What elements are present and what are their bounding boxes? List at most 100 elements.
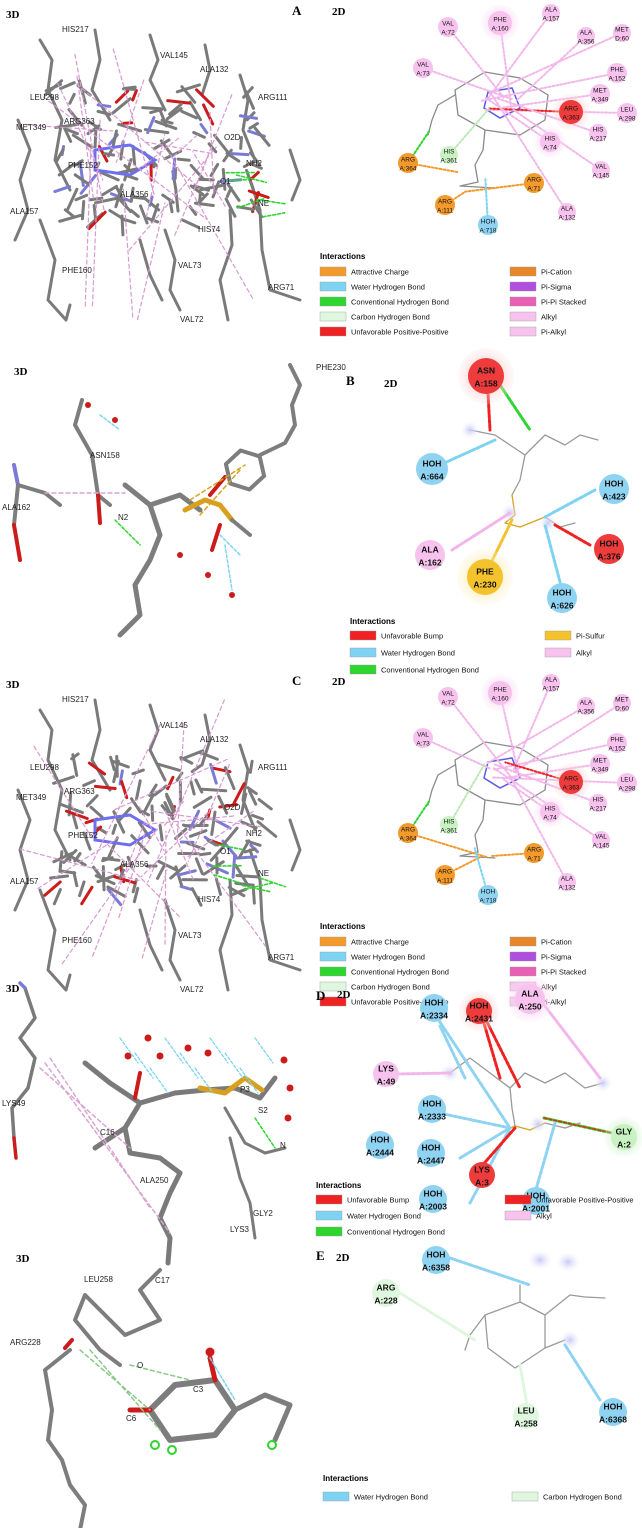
legend-label: Alkyl	[541, 313, 557, 322]
residue-bubble	[438, 687, 458, 707]
residue-bubble	[559, 770, 583, 794]
legend-title: Interactions	[323, 1474, 369, 1483]
residue-number: A:363	[563, 785, 580, 792]
residue-number: A:49	[377, 1077, 396, 1087]
residue-number: A:2444	[366, 1148, 394, 1158]
legend-label: Attractive Charge	[351, 268, 409, 277]
bond-line	[189, 464, 246, 501]
legend-swatch	[509, 266, 537, 277]
bond-line	[96, 493, 102, 525]
water-oxygen	[204, 1049, 212, 1057]
atom-highlight	[267, 1440, 277, 1450]
bond-line	[533, 1121, 557, 1195]
residue-bubble	[372, 1279, 400, 1307]
bond-line	[209, 1357, 236, 1401]
h-bond-dash	[262, 212, 286, 218]
residue-label-3d: ALA356	[120, 860, 149, 869]
stick	[112, 875, 137, 885]
interaction-dash	[488, 32, 623, 95]
ligand-2d	[464, 1314, 486, 1351]
residue-number: A:718	[480, 228, 497, 235]
h-bond-dash	[235, 174, 268, 184]
residue-number: A:157	[543, 686, 560, 693]
residue-name: HOH	[425, 998, 444, 1008]
alkyl-dash	[76, 75, 94, 200]
residue-number: A:298	[619, 786, 636, 793]
residue-label-3d: N	[280, 1141, 286, 1150]
legend-label: Water Hydrogen Bond	[351, 953, 425, 962]
legend-swatch	[319, 311, 347, 322]
bond-line	[12, 483, 20, 527]
panel-C-3d-view: 3DHIS217VAL145ALA132LEU298ARG363MET349AR…	[6, 673, 302, 994]
side-chain	[238, 743, 257, 832]
residue-bubble	[607, 733, 627, 753]
residue-label-3d: NE	[258, 869, 269, 878]
interaction-dash	[464, 182, 535, 193]
alkyl-dash	[142, 815, 235, 826]
panel-A-2d-diagram: 2DVALA:72PHEA:160ALAA:157ALAA:356METD:60…	[332, 4, 637, 235]
residue-name: HIS	[593, 797, 605, 804]
residue-bubble	[522, 1187, 550, 1215]
bond-line	[12, 463, 20, 487]
stick	[190, 887, 203, 907]
legend-label: Pi-Sigma	[541, 283, 572, 292]
stick	[163, 149, 183, 161]
residue-number: A:228	[374, 1296, 397, 1306]
residue-number: A:160	[492, 696, 509, 703]
stick	[158, 823, 164, 842]
residue-bubble	[594, 534, 624, 564]
bond-line	[164, 1037, 184, 1064]
bond-line	[149, 1067, 169, 1094]
residue-name: HOH	[424, 1189, 443, 1199]
gly2-chain	[228, 1136, 257, 1240]
residue-bubble	[577, 27, 595, 45]
bond-line	[219, 534, 241, 556]
residue-label-3d: ARG363	[64, 787, 95, 796]
stick	[238, 839, 251, 859]
stick	[88, 120, 102, 131]
residue-name: HOH	[604, 1402, 623, 1412]
residue-label-3d: LEU258	[84, 1275, 113, 1284]
residue-name: ALA	[561, 206, 574, 213]
stick	[118, 868, 126, 880]
residue-number: A:364	[400, 166, 417, 173]
residue-bubble	[420, 994, 448, 1022]
stick	[253, 126, 271, 147]
propionate-chain	[474, 129, 486, 183]
residue-label-3d: MET349	[16, 793, 47, 802]
residue-bubble	[416, 453, 448, 485]
alkyl-dash	[149, 810, 261, 828]
stick	[58, 213, 82, 223]
legend-label: Water Hydrogen Bond	[381, 649, 455, 658]
ligand-tail	[157, 1170, 183, 1266]
ligand-atom-halo	[461, 421, 479, 439]
alkyl-dash	[19, 848, 143, 882]
stick	[232, 782, 246, 805]
residue-name: HOH	[553, 588, 572, 598]
bond-line	[448, 1256, 532, 1287]
residue-label-3d: C17	[155, 1276, 170, 1285]
stick	[73, 159, 84, 168]
water-oxygen	[177, 552, 183, 558]
residue-bubble	[413, 728, 433, 748]
residue-name: LEU	[621, 777, 634, 784]
residue-number: A:363	[563, 115, 580, 122]
interaction-dash	[407, 832, 489, 859]
residue-number: A:111	[437, 878, 453, 885]
alkyl-dash	[128, 146, 217, 251]
stick	[141, 793, 155, 816]
stick	[161, 193, 175, 204]
view-2d-tag: 2D	[332, 6, 346, 18]
h-bond-dash	[236, 197, 266, 209]
side-chain	[148, 33, 167, 112]
residue-label-3d: O1	[220, 177, 231, 186]
legend-label: Conventional Hydrogen Bond	[347, 1228, 445, 1237]
residue-name: VAL	[595, 834, 607, 841]
residue-bubble	[415, 540, 445, 570]
residue-name: MET	[593, 758, 607, 765]
stick	[114, 183, 124, 209]
bond-line	[129, 1364, 191, 1381]
panel-B-2d-diagram: 2DASNA:158HOHA:664HOHA:423ALAA:162HOHA:3…	[384, 348, 629, 613]
